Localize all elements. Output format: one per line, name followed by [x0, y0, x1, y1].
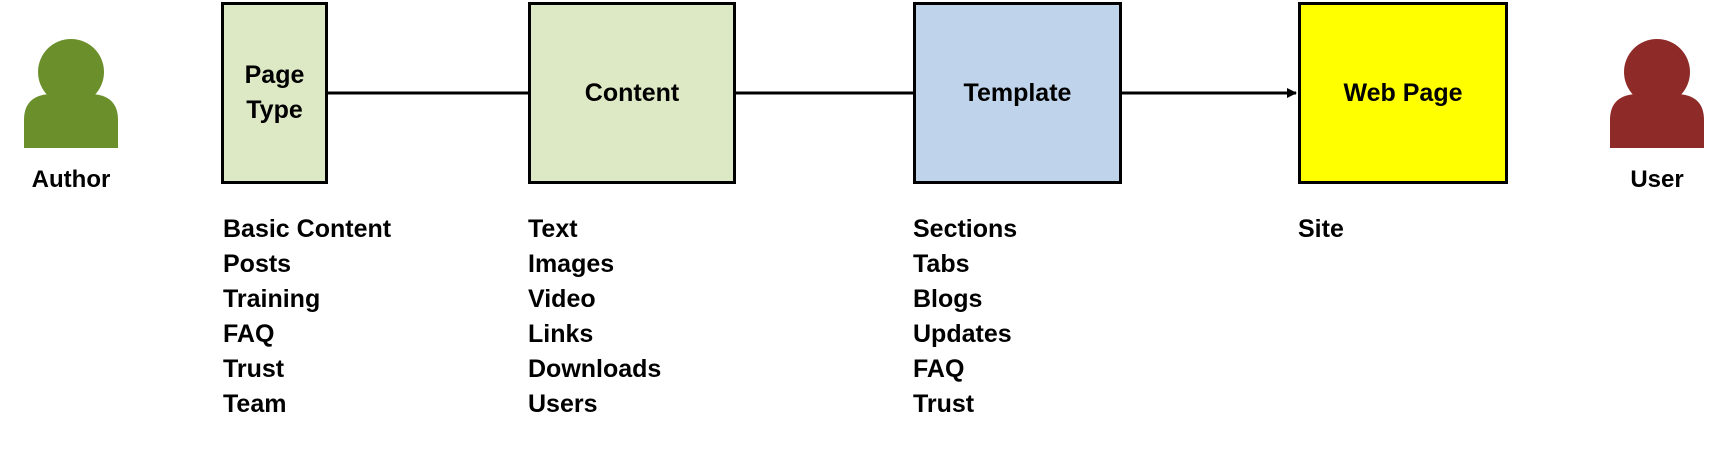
- list-item: Text: [528, 215, 578, 243]
- list-item: Team: [223, 390, 287, 418]
- web-page-list: Site: [1298, 212, 1344, 247]
- list-item: Links: [528, 320, 594, 348]
- list-item: FAQ: [223, 320, 275, 348]
- web-page-box: Web Page: [1298, 2, 1508, 184]
- template-list: Sections Tabs Blogs Updates FAQ Trust: [913, 212, 1017, 422]
- page-type-list: Basic Content Posts Training FAQ Trust T…: [223, 212, 391, 422]
- web-page-box-label: Web Page: [1343, 78, 1463, 107]
- user-label: User: [1630, 166, 1684, 193]
- list-item: Training: [223, 285, 321, 313]
- list-item: Basic Content: [223, 215, 392, 243]
- list-item: Posts: [223, 250, 292, 278]
- content-box: Content: [528, 2, 736, 184]
- list-item: Trust: [913, 390, 975, 418]
- template-box: Template: [913, 2, 1122, 184]
- list-item: Downloads: [528, 355, 662, 383]
- template-box-label: Template: [963, 78, 1072, 107]
- page-type-box-label: Page Type: [244, 61, 305, 124]
- user-person-icon: [1610, 39, 1704, 148]
- author-label: Author: [31, 166, 111, 193]
- user-actor: User: [1597, 38, 1717, 194]
- list-item: Blogs: [913, 285, 983, 313]
- page-type-box: Page Type: [221, 2, 328, 184]
- list-item: Users: [528, 390, 598, 418]
- list-item: Images: [528, 250, 615, 278]
- author-person-icon: [24, 39, 118, 148]
- author-actor: Author: [11, 38, 131, 194]
- list-item: Video: [528, 285, 596, 313]
- list-item: Site: [1298, 215, 1344, 243]
- list-item: Sections: [913, 215, 1018, 243]
- list-item: Tabs: [913, 250, 970, 278]
- list-item: FAQ: [913, 355, 965, 383]
- list-item: Updates: [913, 320, 1012, 348]
- content-box-label: Content: [584, 78, 680, 107]
- content-list: Text Images Video Links Downloads Users: [528, 212, 661, 422]
- list-item: Trust: [223, 355, 285, 383]
